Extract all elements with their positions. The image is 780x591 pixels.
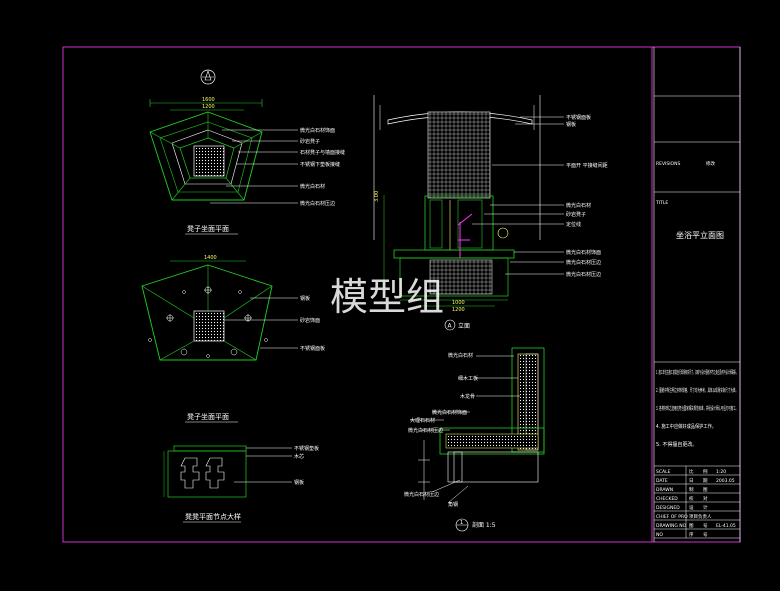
title-block-cell-label: DRAWN <box>656 487 673 493</box>
title-block-cell-label: DRAWING NO <box>656 523 687 529</box>
title-block-cell-c1: 项目负责人 <box>689 513 712 520</box>
plan-top-title: 凳子坐面平面 <box>187 224 229 233</box>
elevation-label-3: 平面开 平接缝间距 <box>566 162 608 169</box>
detail-small-view: 不锈钢垫板 木芯 钢板 凳凳平面节点大样 <box>163 445 319 523</box>
revisions-label: REVISIONS <box>656 161 680 167</box>
elevation-dim-1: 1000 <box>452 300 465 306</box>
plan-bottom-title: 凳子坐面平面 <box>187 412 229 421</box>
seat-center-stone <box>193 145 225 177</box>
title-block-cell-c2: 图 <box>703 487 708 493</box>
plan-top-label-4: 不锈钢下垫板接缝 <box>300 161 340 168</box>
title-block-cell-c3: 1:20 <box>716 469 726 475</box>
elevation-label-9: 微光白石材压边 <box>566 271 601 278</box>
watermark: 模型组 <box>330 275 444 319</box>
plan-top-view: 1600 1200 微光白石材饰面 砂岩凳子 石材凳子与墙面接缝 不锈钢下垫板接… <box>149 69 345 235</box>
plan-top-label-6: 微光白石材压边 <box>300 200 335 207</box>
title-block-cell-label: DESIGNED <box>656 505 680 511</box>
section-label-5: 大理石石材 <box>410 417 435 424</box>
title-block-cell-c2: 期 <box>703 478 708 484</box>
elevation-label-7: 微光白石材饰面 <box>566 249 601 256</box>
section-view: 微光白石材 细木工板 木龙骨 微光白石材饰面 大理石石材 微光白石材压边 微光白… <box>404 347 545 532</box>
elevation-label-8: 微光白石材压边 <box>566 259 601 266</box>
title-block-cell-label: SCALE <box>656 469 671 475</box>
title-block-cell-c1: 日 <box>689 478 694 484</box>
plan-bottom-view: 1400 钢板 砂岩饰面 不锈钢面板 凳子坐面平面 <box>141 255 325 423</box>
section-label-2: 细木工板 <box>458 375 478 382</box>
plan-top-label-1: 微光白石材饰面 <box>300 127 335 134</box>
title-block-cell-c2: 号 <box>703 523 708 529</box>
title-block-cell-c2: 对 <box>703 495 708 502</box>
title-block-cell-c2: 例 <box>703 468 708 475</box>
plan-bottom-label-3: 不锈钢面板 <box>300 345 325 352</box>
elevation-marker-icon <box>444 319 456 331</box>
section-label-6: 微光白石材压边 <box>408 427 443 434</box>
note-4: 4. 施工中应做好成品保护工作。 <box>656 423 716 430</box>
section-label-1: 微光白石材 <box>448 352 473 359</box>
seat-pentagon-outer <box>149 111 263 201</box>
plan-top-dim-1: 1600 <box>202 97 215 103</box>
drawing-title: 坐浴平立面图 <box>676 230 724 240</box>
section-marker: 1 <box>460 520 463 526</box>
title-block-cell-c1: 制 <box>689 486 694 493</box>
title-block-cell-label: CHECKED <box>656 496 678 502</box>
plan-bottom-dim: 1400 <box>204 255 217 261</box>
title-block: REVISIONS 修改 TITLE 坐浴平立面图 1. 施工单位在施工前需自行… <box>654 95 740 539</box>
elevation-label-2: 钢板 <box>566 121 576 128</box>
elevation-label-5: 砂岩凳子 <box>566 211 586 218</box>
plan-top-label-2: 砂岩凳子 <box>300 138 320 145</box>
elevation-label-6: 定位线 <box>566 221 581 228</box>
title-block-cell-c1: 校 <box>689 495 694 502</box>
section-label-8: 角钢 <box>448 501 458 508</box>
title-block-cell-c3: 2003.05 <box>716 478 735 484</box>
detail-label-2: 木芯 <box>294 453 304 460</box>
elevation-label-1: 不锈钢面板 <box>566 114 591 121</box>
title-block-cell-c2: 计 <box>703 504 708 511</box>
title-block-cell-c2: 号 <box>703 532 708 538</box>
title-block-cell-label: DATE <box>656 478 668 484</box>
section-label-7: 微光白石材压边 <box>404 491 439 498</box>
plan-bottom-label-1: 钢板 <box>300 295 310 302</box>
title-block-cell-c1: 序 <box>689 531 694 538</box>
plan-top-label-3: 石材凳子与墙面接缝 <box>300 149 345 156</box>
section-label-3: 木龙骨 <box>460 393 475 400</box>
plan-top-dim-2: 1200 <box>202 104 215 110</box>
detail-title: 凳凳平面节点大样 <box>185 512 241 521</box>
elevation-dim-2: 1200 <box>452 307 465 313</box>
revisions-value: 修改 <box>706 160 715 167</box>
note-2: 2. 图纸中所注明之材料规格、尺寸均为参考，具体以现场实际尺寸为准。 <box>656 387 738 394</box>
note-1: 1. 施工单位在施工前需自行现场核实尺寸，如有与设计图纸不符之处应及时与设计师联… <box>656 369 738 376</box>
title-label: TITLE <box>655 200 668 206</box>
plan-bottom-label-2: 砂岩饰面 <box>300 317 320 324</box>
note-5: 5. 不得擅自更改。 <box>656 441 697 448</box>
elevation-column <box>427 111 491 199</box>
section-label-4: 微光白石材饰面 <box>432 409 467 416</box>
elevation-label-4: 微光白石材 <box>566 202 591 209</box>
elevation-dim-side: 3.00 <box>374 191 380 202</box>
title-block-cell-c3: EL-41.05 <box>716 523 736 529</box>
title-block-cell-label: NO <box>656 532 663 538</box>
elevation-title: 立面 <box>458 322 470 330</box>
elevation-marker: A <box>448 323 453 330</box>
elevation-view: 3.00 1000 1200 不锈钢面板 钢板 平面开 平接缝间距 微光白石材 … <box>373 95 608 331</box>
plan-top-label-5: 微光白石材 <box>300 183 325 190</box>
seat-pentagon-bottom <box>141 264 273 361</box>
title-block-cell-label: CHIEF OF PRO <box>656 514 688 520</box>
section-title: 剖面 1:5 <box>472 521 496 529</box>
note-3: 3. 各类材料之选用应符合国家相关规范标准，并经设计师认可后方可施工。 <box>656 405 738 412</box>
title-block-cell-c1: 图 <box>689 523 694 529</box>
detail-label-3: 钢板 <box>294 479 304 486</box>
compass-icon <box>200 69 216 85</box>
title-block-cell-c1: 设 <box>689 504 694 511</box>
title-block-cell-c1: 比 <box>689 468 694 475</box>
detail-label-1: 不锈钢垫板 <box>294 445 319 452</box>
